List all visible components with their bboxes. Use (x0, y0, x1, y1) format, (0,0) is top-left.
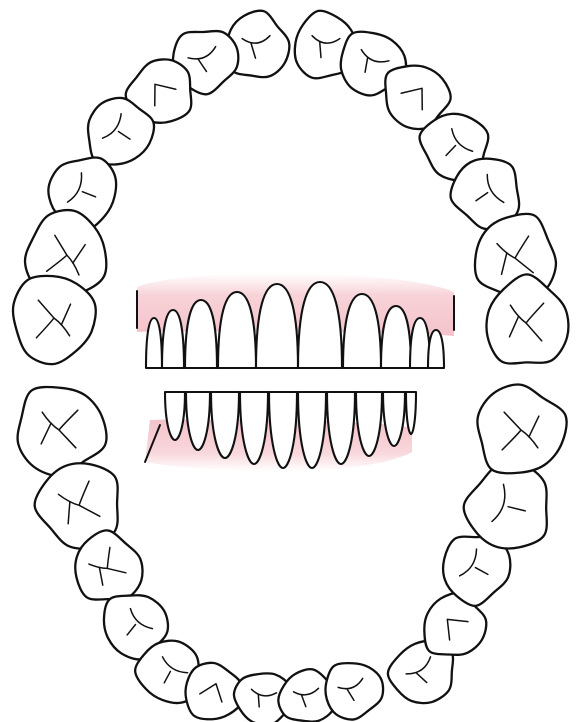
lower-front-tooth (406, 392, 416, 434)
upper-front-tooth (146, 318, 162, 368)
lower-left-third-molar-tooth (18, 387, 107, 476)
upper-right-second-molar-outline (13, 276, 96, 364)
lower-left-third-molar-outline (18, 387, 107, 476)
front-view (137, 273, 454, 471)
upper-right-second-molar-tooth (13, 276, 96, 364)
upper-front-tooth (410, 318, 430, 368)
lower-right-first-molar-tooth (477, 385, 566, 474)
lower-right-first-molar-outline (477, 385, 566, 474)
upper-front-tooth (428, 330, 444, 368)
upper-front-tooth (162, 310, 184, 368)
